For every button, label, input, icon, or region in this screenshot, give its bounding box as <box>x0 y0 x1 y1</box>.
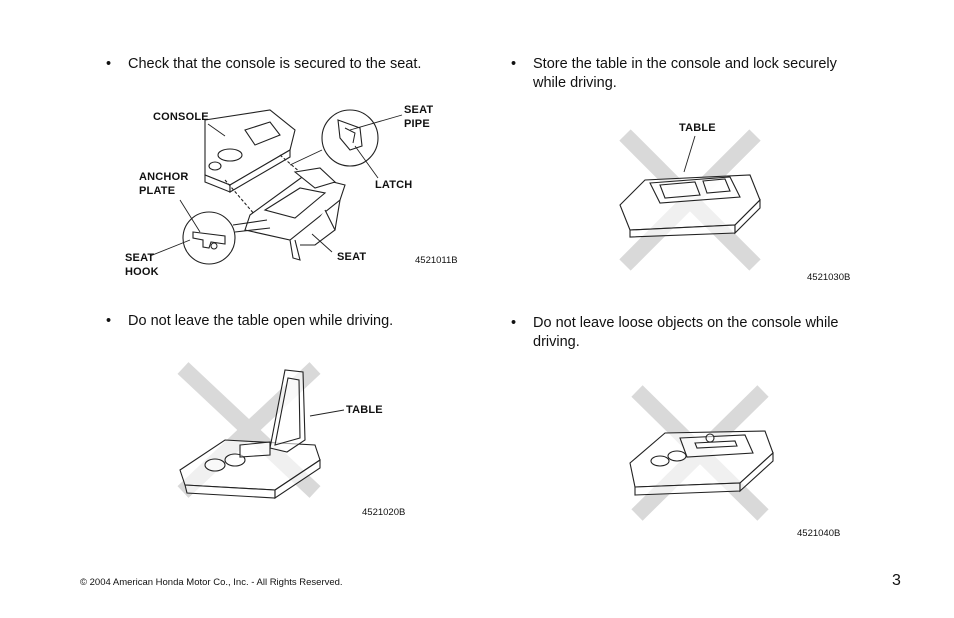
bullet-dot: • <box>106 313 112 329</box>
instruction-no-loose-objects: • Do not leave loose objects on the cons… <box>511 314 873 352</box>
table-stored-illustration <box>619 129 761 271</box>
instruction-table-closed: • Do not leave the table open while driv… <box>106 312 448 331</box>
label-latch: LATCH <box>375 179 413 191</box>
figure-code: 4521020B <box>362 507 406 518</box>
label-anchor-plate-line1: ANCHOR <box>139 171 189 183</box>
bullet-dot: • <box>106 56 112 72</box>
label-seat-pipe-line1: SEAT <box>404 104 434 116</box>
instruction-text: Store the table in the console and lock … <box>533 56 837 91</box>
label-seat-hook-line2: HOOK <box>125 266 159 278</box>
page-number: 3 <box>892 572 901 589</box>
table-open-illustration <box>177 362 321 500</box>
label-seat: SEAT <box>337 251 367 263</box>
figure-code: 4521040B <box>797 528 841 539</box>
bullet-dot: • <box>511 56 517 72</box>
instruction-store-table: • Store the table in the console and loc… <box>511 55 873 93</box>
bullet-dot: • <box>511 315 517 331</box>
loose-objects-illustration <box>629 385 774 521</box>
label-seat-pipe-line2: PIPE <box>404 118 430 130</box>
instruction-text: Do not leave the table open while drivin… <box>128 313 394 329</box>
figure-code: 4521030B <box>807 272 851 283</box>
console-seat-illustration <box>204 109 346 261</box>
copyright-footer: © 2004 American Honda Motor Co., Inc. - … <box>80 577 343 588</box>
instruction-text: Check that the console is secured to the… <box>128 56 422 72</box>
label-anchor-plate-line2: PLATE <box>139 185 176 197</box>
label-table-stored: TABLE <box>679 122 716 134</box>
instruction-secure-console: • Check that the console is secured to t… <box>106 55 468 74</box>
seat-pipe-detail-circle <box>321 109 379 167</box>
label-console: CONSOLE <box>153 111 209 123</box>
label-seat-hook-line1: SEAT <box>125 252 155 264</box>
label-table-open: TABLE <box>346 404 383 416</box>
figure-code: 4521011B <box>415 255 458 266</box>
instruction-text: Do not leave loose objects on the consol… <box>533 315 839 350</box>
